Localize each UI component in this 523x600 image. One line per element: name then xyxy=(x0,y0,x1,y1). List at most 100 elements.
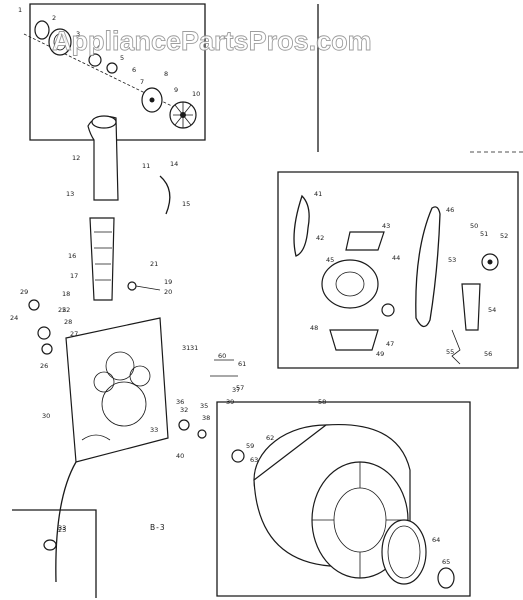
label-bulkhead-30: 30 xyxy=(42,412,50,420)
drive-motor xyxy=(321,259,379,309)
label-top-7: 7 xyxy=(140,78,144,86)
watermark: AppliancePartsPros.com xyxy=(52,26,372,56)
idler-pulley-hub xyxy=(487,259,493,265)
roller-shaft xyxy=(197,429,207,439)
drum-assembly xyxy=(178,359,455,589)
label-filter-19: 19 xyxy=(164,278,172,286)
exhaust-duct-assembly xyxy=(87,115,171,301)
label-drum-58: 58 xyxy=(318,398,326,406)
thermostat xyxy=(28,299,40,311)
rear-bearing xyxy=(231,449,245,463)
label-drum-40: 40 xyxy=(176,452,184,460)
blower-plate-hub xyxy=(149,97,155,103)
label-filter-22: 22 xyxy=(62,306,70,314)
label-bulkhead-28: 28 xyxy=(64,318,72,326)
bulkhead-lower-cutout xyxy=(81,434,111,441)
label-motor-55: 55 xyxy=(446,348,454,356)
blower-axis xyxy=(23,33,181,111)
label-bulkhead-23: 23 xyxy=(58,526,66,534)
inset-part xyxy=(43,539,57,551)
label-motor-56: 56 xyxy=(484,350,492,358)
label-top-9: 9 xyxy=(174,86,178,94)
blower-bearing xyxy=(88,53,102,67)
drum-felt-seal-inner xyxy=(387,525,421,579)
label-motor-53: 53 xyxy=(448,256,456,264)
motor-mount xyxy=(345,231,385,251)
filter-fastener xyxy=(127,281,137,291)
label-bulkhead-31: 31 xyxy=(182,344,190,352)
bulkhead-drum-ring xyxy=(101,381,147,427)
label-bulkhead-25: 25 xyxy=(58,306,66,314)
label-drum-39: 39 xyxy=(226,398,234,406)
thermal-fuse xyxy=(37,326,51,340)
label-duct-14: 14 xyxy=(170,160,178,168)
label-drum-31a: 31 xyxy=(190,344,198,352)
label-motor-46: 46 xyxy=(446,206,454,214)
panel-frames xyxy=(12,3,523,598)
label-drum-36: 36 xyxy=(176,398,184,406)
blower-assembly xyxy=(23,20,197,129)
inset-frame xyxy=(12,509,97,598)
label-top-10: 10 xyxy=(192,90,200,98)
label-motor-52: 52 xyxy=(500,232,508,240)
label-motor-50: 50 xyxy=(470,222,478,230)
motor-bracket xyxy=(329,329,379,351)
motor-panel-parts xyxy=(293,194,499,365)
label-drum-59: 59 xyxy=(246,442,254,450)
label-filter-17: 17 xyxy=(70,272,78,280)
label-motor-41: 41 xyxy=(314,190,322,198)
label-drum-65: 65 xyxy=(442,558,450,566)
blower-housing-seal-inner xyxy=(53,33,67,51)
exhaust-duct-opening xyxy=(91,115,117,129)
drive-belt-small xyxy=(293,194,310,257)
motor-assembly-frame xyxy=(277,171,519,369)
sensor-disc xyxy=(41,343,53,355)
power-cord xyxy=(55,461,77,583)
drum-roller xyxy=(437,567,455,589)
label-motor-51: 51 xyxy=(480,230,488,238)
label-drum-38: 38 xyxy=(202,414,210,422)
bulkhead-port-left xyxy=(93,371,115,393)
blower-washer xyxy=(106,62,118,74)
label-filter-21: 21 xyxy=(150,260,158,268)
exhaust-duct xyxy=(87,115,119,201)
label-duct-13: 13 xyxy=(66,190,74,198)
label-top-2: 2 xyxy=(52,14,56,22)
lint-filter-screen xyxy=(94,231,112,281)
front-bulkhead xyxy=(28,299,169,583)
duct-clip xyxy=(159,175,171,215)
label-inset-33: 33 xyxy=(58,524,66,532)
label-filter-16: 16 xyxy=(68,252,76,260)
bulkhead-plate xyxy=(65,317,169,463)
label-top-4: 4 xyxy=(96,44,100,52)
label-drum-64: 64 xyxy=(432,536,440,544)
label-drum-33: 33 xyxy=(150,426,158,434)
blower-wheel-hub xyxy=(180,112,186,118)
label-motor-49: 49 xyxy=(376,350,384,358)
lint-filter-housing xyxy=(89,217,115,301)
label-drum-63: 63 xyxy=(250,456,258,464)
drum-baffles xyxy=(312,462,408,578)
label-motor-48: 48 xyxy=(310,324,318,332)
label-drum-57: 57 xyxy=(236,384,244,392)
label-motor-42: 42 xyxy=(316,234,324,242)
drive-belt-long xyxy=(415,206,441,328)
drive-motor-core xyxy=(335,271,365,297)
label-motor-45: 45 xyxy=(326,256,334,264)
idler-arm xyxy=(461,283,481,331)
label-duct-12: 12 xyxy=(72,154,80,162)
label-motor-47: 47 xyxy=(386,340,394,348)
label-motor-43: 43 xyxy=(382,222,390,230)
drum-felt-seal xyxy=(381,519,427,585)
drum-assembly-frame xyxy=(216,401,471,597)
label-duct-11: 11 xyxy=(142,162,150,170)
bulkhead-port-right xyxy=(129,365,151,387)
label-drum-60: 60 xyxy=(218,352,226,360)
label-top-5: 5 xyxy=(120,54,124,62)
label-bulkhead-29: 29 xyxy=(20,288,28,296)
top-assembly-frame xyxy=(29,3,206,141)
label-bulkhead-27: 27 xyxy=(70,330,78,338)
label-drum-32: 32 xyxy=(180,406,188,414)
label-top-6: 6 xyxy=(132,66,136,74)
